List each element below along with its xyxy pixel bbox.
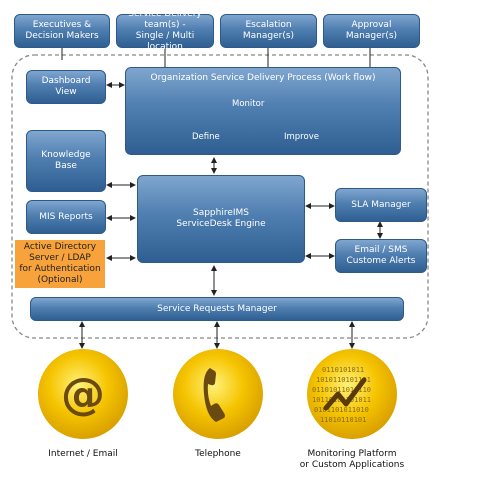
monitor-label: Monitor — [232, 99, 265, 109]
svg-text:0101101011010: 0101101011010 — [314, 406, 369, 414]
service-team-box: Service Delivery team(s) - Single / Mult… — [116, 9, 214, 52]
engine-label: SapphireIMS ServiceDesk Engine — [176, 208, 266, 229]
service-team-label: Service Delivery team(s) - Single / Mult… — [128, 9, 202, 52]
improve-label: Improve — [284, 132, 319, 142]
knowledge-base-label: Knowledge Base — [41, 150, 91, 171]
requests-manager-label: Service Requests Manager — [157, 303, 277, 314]
internet-label: Internet / Email — [48, 449, 118, 459]
dashboard-label: Dashboard View — [41, 76, 91, 97]
escalation-box: Escalation Manager(s) — [220, 14, 317, 48]
telephone-coin — [173, 349, 263, 439]
monitoring-label: Monitoring Platform or Custom Applicatio… — [299, 449, 405, 470]
svg-text:1010110101101: 1010110101101 — [316, 376, 371, 384]
alerts-label: Email / SMS Custome Alerts — [346, 245, 416, 266]
engine-box: SapphireIMS ServiceDesk Engine — [137, 175, 305, 263]
ldap-label: Active Directory Server / LDAP for Authe… — [19, 242, 101, 285]
workflow-box: Organization Service Delivery Process (W… — [125, 67, 401, 155]
workflow-title: Organization Service Delivery Process (W… — [150, 73, 376, 83]
telephone-icon — [203, 368, 225, 422]
svg-text:11010110101: 11010110101 — [320, 416, 366, 424]
internet-coin: @ — [38, 349, 128, 439]
approval-label: Approval Manager(s) — [345, 20, 398, 41]
mis-reports-box: MIS Reports — [26, 200, 106, 234]
sla-manager-box: SLA Manager — [335, 188, 427, 222]
knowledge-base-box: Knowledge Base — [26, 130, 106, 192]
executives-label: Executives & Decision Makers — [25, 20, 99, 41]
dashboard-box: Dashboard View — [26, 70, 106, 104]
svg-text:0110101011: 0110101011 — [322, 366, 364, 374]
executives-box: Executives & Decision Makers — [14, 14, 110, 48]
telephone-label: Telephone — [195, 449, 241, 459]
svg-text:01101011010110: 01101011010110 — [312, 386, 371, 394]
escalation-label: Escalation Manager(s) — [242, 20, 295, 41]
system-boundary — [11, 54, 429, 339]
at-sign-icon: @ — [61, 369, 105, 420]
define-label: Define — [192, 132, 220, 142]
approval-box: Approval Manager(s) — [323, 14, 420, 48]
alerts-box: Email / SMS Custome Alerts — [335, 239, 427, 273]
sla-manager-label: SLA Manager — [351, 199, 411, 210]
mis-reports-label: MIS Reports — [39, 211, 93, 222]
monitoring-coin: 0110101011 1010110101101 01101011010110 … — [307, 349, 397, 439]
requests-manager-bar: Service Requests Manager — [30, 297, 404, 321]
ldap-box: Active Directory Server / LDAP for Authe… — [15, 240, 105, 288]
binary-chart-icon — [323, 377, 367, 411]
